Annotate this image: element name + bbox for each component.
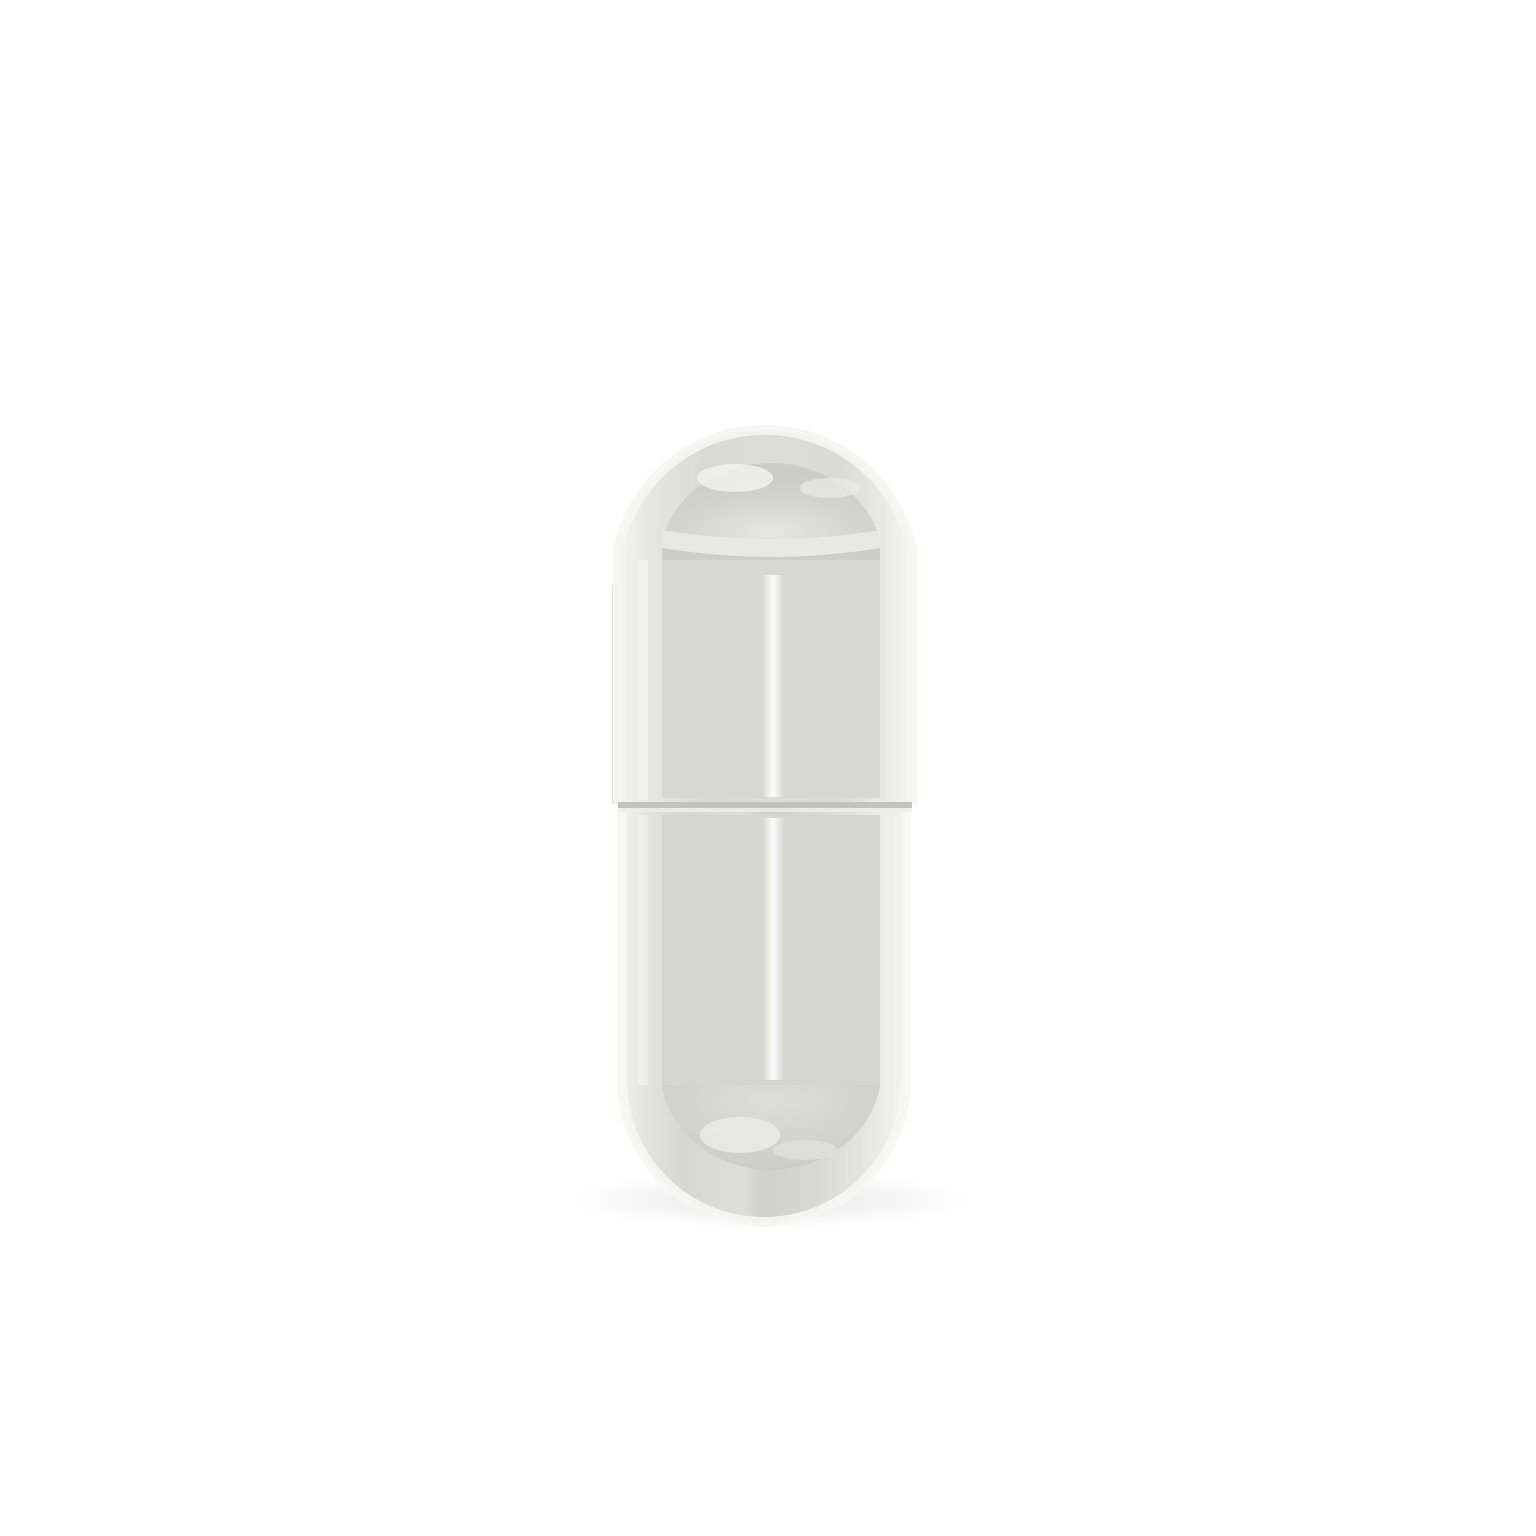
capsule-seam: [618, 802, 912, 808]
capsule-highlight: [638, 560, 784, 1085]
